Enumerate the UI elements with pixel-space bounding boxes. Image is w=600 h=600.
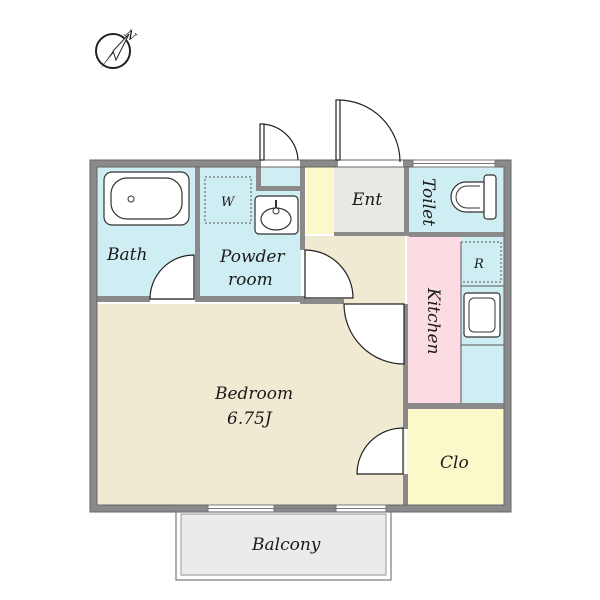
balcony-floor — [181, 514, 386, 576]
label-powder-line2: room — [228, 270, 273, 290]
windows — [207, 159, 496, 513]
wall-notch-left — [256, 160, 261, 188]
label-washer: W — [221, 195, 236, 210]
closet-floor — [407, 409, 504, 505]
compass-needle-tail-icon — [112, 33, 130, 62]
walls — [90, 160, 511, 512]
powder-notch-door-panel — [259, 123, 265, 161]
balcony-outline — [175, 511, 392, 581]
room-floors — [97, 167, 504, 576]
wall-bath-powder — [195, 167, 200, 300]
wall-bedroom-kitchen — [403, 304, 408, 429]
main-entrance-door-panel — [335, 99, 341, 161]
label-kitchen: Kitchen — [423, 287, 443, 354]
kitchen-floor — [407, 236, 461, 404]
room-labels: Bath W Powder room Ent Toilet R Kitchen … — [106, 178, 484, 555]
bathtub-drain-icon — [127, 195, 135, 203]
powder-notch-door-icon — [261, 123, 299, 161]
interior-doors — [149, 249, 405, 475]
sink-faucet-head-icon — [272, 207, 280, 215]
entrance-doors — [259, 99, 401, 163]
label-bedroom-size: 6.75J — [227, 409, 273, 429]
wall-bath-bottom-left — [97, 296, 150, 302]
label-toilet: Toilet — [418, 178, 438, 226]
label-bedroom: Bedroom — [214, 384, 293, 404]
wall-bottom-left — [90, 505, 208, 512]
hall-door-icon — [304, 249, 354, 299]
wall-ent-toilet — [404, 167, 409, 236]
kitchen-sink-basin — [468, 297, 496, 333]
wall-right — [504, 160, 511, 512]
bedroom-door-icon — [343, 303, 405, 365]
label-powder-line1: Powder — [219, 247, 285, 267]
wall-toilet-bottom — [409, 232, 504, 237]
main-entrance-door-icon — [337, 99, 401, 163]
wall-top-middle — [300, 160, 338, 167]
balcony — [175, 511, 392, 581]
entrance-step-floor — [306, 167, 334, 234]
bath-door-icon — [149, 254, 195, 300]
wall-bottom-right — [386, 505, 511, 512]
wall-bedroom-closet-lower — [403, 474, 408, 505]
fixtures — [103, 171, 504, 403]
wall-left — [90, 160, 97, 512]
label-bath: Bath — [106, 245, 147, 265]
wall-top-left — [90, 160, 260, 167]
label-entrance: Ent — [351, 190, 382, 210]
closet-door-icon — [356, 427, 404, 475]
toilet-seat-icon — [455, 185, 480, 209]
wall-ent-hall — [334, 232, 405, 236]
wall-powder-bottom — [195, 296, 305, 302]
balcony-inner-outline — [180, 513, 387, 576]
wall-notch-bottom — [256, 186, 300, 191]
bathtub-inner — [110, 177, 183, 220]
entrance-floor — [334, 167, 405, 234]
wall-hall-bedroom — [300, 299, 344, 304]
label-fridge: R — [473, 257, 484, 272]
label-balcony: Balcony — [251, 535, 321, 555]
washer-area — [204, 176, 252, 224]
compass: N — [95, 26, 139, 69]
wall-kitchen-closet — [403, 403, 504, 409]
wall-powder-hall — [300, 167, 305, 250]
toilet-tank — [483, 174, 497, 220]
label-closet: Clo — [440, 453, 469, 473]
inner-outline — [96, 166, 505, 506]
